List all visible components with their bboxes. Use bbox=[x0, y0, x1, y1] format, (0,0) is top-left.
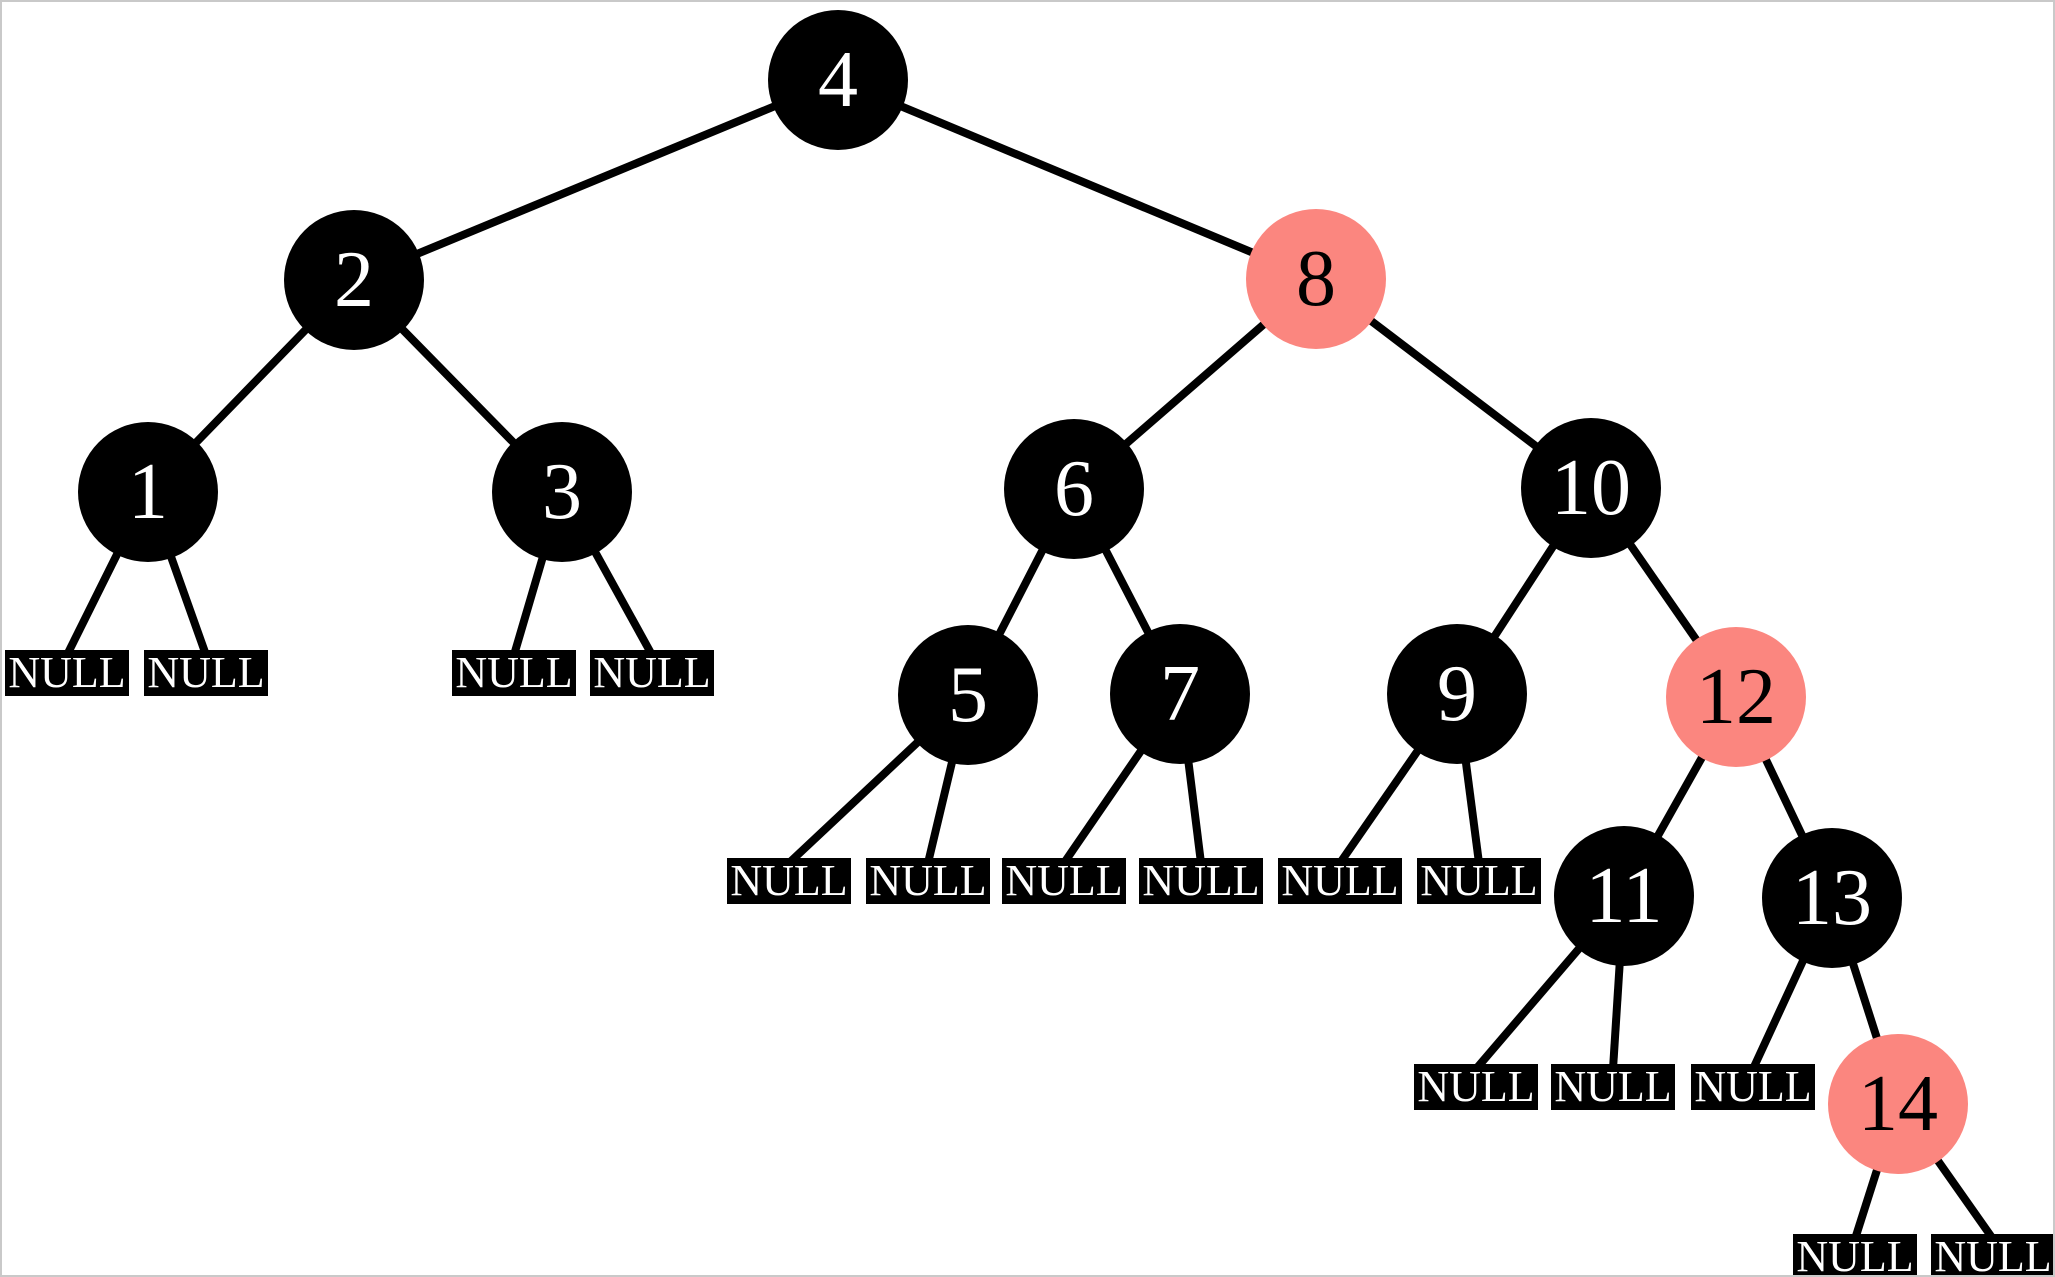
tree-node-2: 2 bbox=[284, 210, 424, 350]
tree-node-10: 10 bbox=[1521, 418, 1661, 558]
null-leaf-of-3: NULL bbox=[590, 650, 714, 696]
null-leaf-of-5: NULL bbox=[866, 858, 990, 904]
tree-node-7: 7 bbox=[1110, 624, 1250, 764]
null-leaf-of-7: NULL bbox=[1139, 858, 1263, 904]
null-leaf-of-1: NULL bbox=[144, 650, 268, 696]
tree-node-5: 5 bbox=[898, 625, 1038, 765]
tree-node-6: 6 bbox=[1004, 419, 1144, 559]
tree-node-8: 8 bbox=[1246, 209, 1386, 349]
edge-4-8 bbox=[836, 76, 1318, 283]
tree-node-3: 3 bbox=[492, 422, 632, 562]
edge-4-2 bbox=[352, 76, 840, 284]
tree-node-9: 9 bbox=[1387, 624, 1527, 764]
tree-node-12: 12 bbox=[1666, 627, 1806, 767]
tree-node-13: 13 bbox=[1762, 828, 1902, 968]
tree-node-11: 11 bbox=[1554, 826, 1694, 966]
null-leaf-of-14: NULL bbox=[1931, 1234, 2053, 1275]
null-leaf-of-14: NULL bbox=[1793, 1234, 1917, 1275]
null-leaf-of-5: NULL bbox=[727, 858, 851, 904]
null-leaf-of-9: NULL bbox=[1417, 858, 1541, 904]
tree-node-14: 14 bbox=[1828, 1034, 1968, 1174]
null-leaf-of-11: NULL bbox=[1414, 1064, 1538, 1110]
null-leaf-of-1: NULL bbox=[5, 650, 129, 696]
null-leaf-of-13: NULL bbox=[1691, 1064, 1815, 1110]
tree-node-1: 1 bbox=[78, 422, 218, 562]
null-leaf-of-7: NULL bbox=[1002, 858, 1126, 904]
null-leaf-of-11: NULL bbox=[1551, 1064, 1675, 1110]
tree-node-4: 4 bbox=[768, 10, 908, 150]
null-leaf-of-3: NULL bbox=[452, 650, 576, 696]
null-leaf-of-9: NULL bbox=[1278, 858, 1402, 904]
